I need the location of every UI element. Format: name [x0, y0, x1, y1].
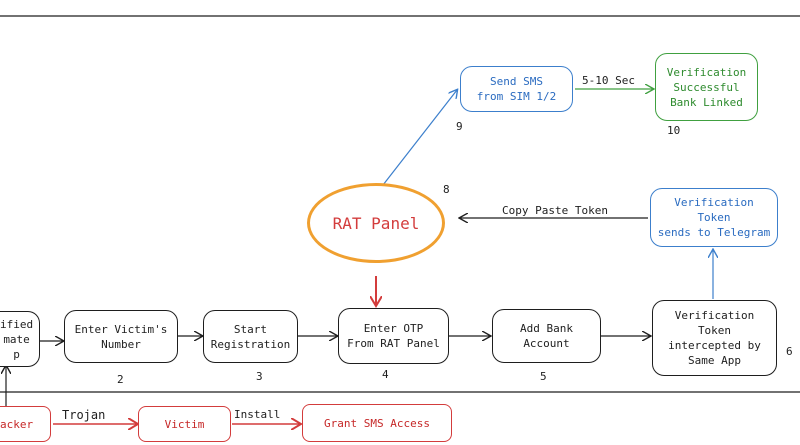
step-number-9: 9	[456, 120, 463, 133]
step-number-4: 4	[382, 368, 389, 381]
arrow-rat-to-send-sms	[382, 90, 457, 186]
verification-success-node: Verification Successful Bank Linked	[655, 53, 758, 121]
step-number-10: 10	[667, 124, 681, 137]
attacker-node: acker	[0, 406, 51, 442]
rat-panel-node: RAT Panel	[307, 183, 445, 263]
edge-label-copy-paste-token: Copy Paste Token	[502, 204, 608, 217]
start-registration-node: Start Registration	[203, 310, 298, 363]
token-telegram-node: Verification Token sends to Telegram	[650, 188, 778, 247]
step-number-2: 2	[117, 373, 124, 386]
step-number-8: 8	[443, 183, 450, 196]
step-number-6: 6	[786, 345, 793, 358]
token-intercepted-node: Verification Token intercepted by Same A…	[652, 300, 777, 376]
enter-otp-node: Enter OTP From RAT Panel	[338, 308, 449, 364]
add-bank-account-node: Add Bank Account	[492, 309, 601, 363]
enter-victim-number-node: Enter Victim's Number	[64, 310, 178, 363]
step-number-3: 3	[256, 370, 263, 383]
victim-node: Victim	[138, 406, 231, 442]
verified-app-node: ified mate p	[0, 311, 40, 367]
edge-label-delay: 5-10 Sec	[582, 74, 635, 87]
edge-label-install: Install	[234, 408, 281, 421]
grant-sms-access-node: Grant SMS Access	[302, 404, 452, 442]
send-sms-node: Send SMS from SIM 1/2	[460, 66, 573, 112]
step-number-5: 5	[540, 370, 547, 383]
edge-label-trojan: Trojan	[62, 408, 106, 422]
